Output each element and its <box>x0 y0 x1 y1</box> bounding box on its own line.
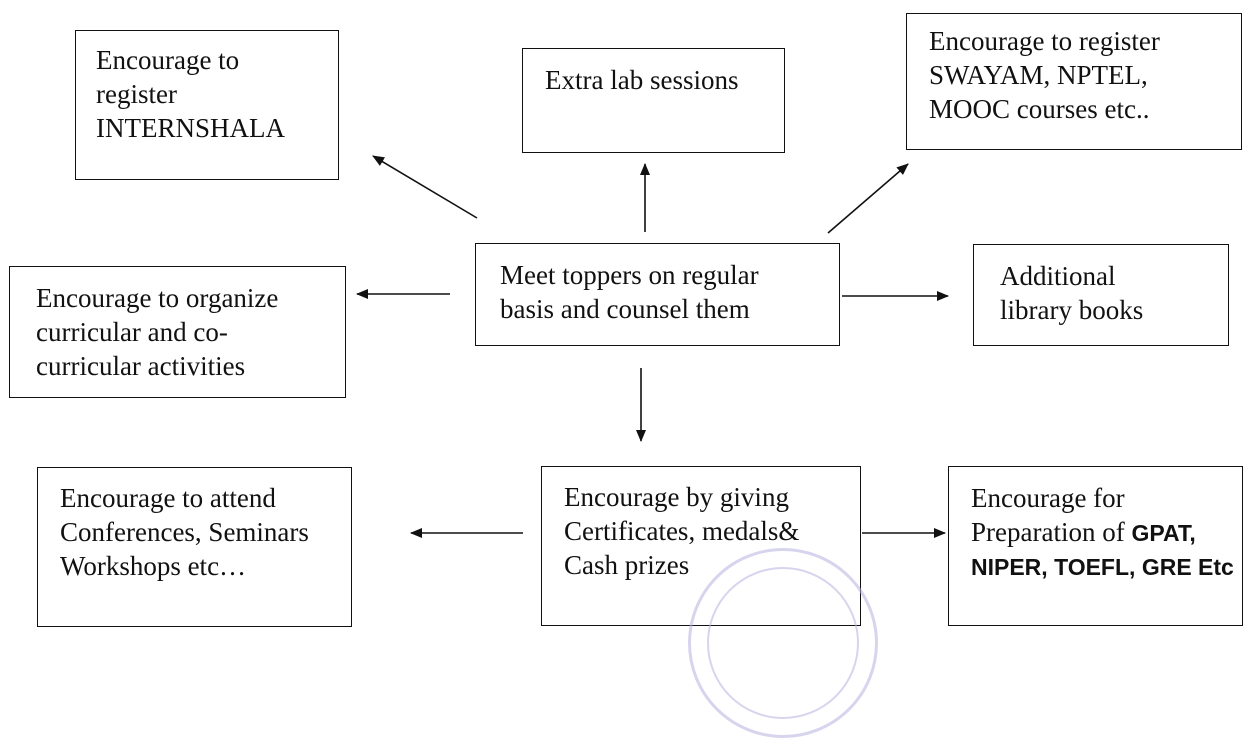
arrow-to-internshala <box>372 155 478 219</box>
gpat-line-3: NIPER, TOEFL, GRE Etc <box>971 554 1234 580</box>
box-conferences: Encourage to attend Conferences, Seminar… <box>37 467 352 627</box>
swayam-line-3: MOOC courses etc.. <box>929 94 1150 124</box>
activities-line-1: Encourage to organize <box>36 283 279 313</box>
gpat-line-1: Encourage for <box>971 483 1125 513</box>
certificates-line-2: Certificates, medals& <box>564 516 800 546</box>
gpat-line-2-plain: Preparation of <box>971 517 1132 547</box>
swayam-line-1: Encourage to register <box>929 26 1160 56</box>
box-library: Additional library books <box>973 244 1229 346</box>
conferences-line-3: Workshops etc… <box>60 551 247 581</box>
lab-line-1: Extra lab sessions <box>545 65 739 95</box>
box-activities: Encourage to organize curricular and co-… <box>9 266 346 398</box>
certificates-line-3: Cash prizes <box>564 550 690 580</box>
center-line-2: basis and counsel them <box>500 294 750 324</box>
library-line-1: Additional <box>1000 261 1116 291</box>
internshala-line-1: Encourage to <box>96 45 240 75</box>
conferences-line-2: Conferences, Seminars <box>60 517 309 547</box>
internshala-line-2: register <box>96 79 177 109</box>
activities-line-3: curricular activities <box>36 351 246 381</box>
activities-line-2: curricular and co- <box>36 317 228 347</box>
arrow-to-swayam <box>827 163 909 234</box>
box-gpat: Encourage for Preparation of GPAT, NIPER… <box>948 466 1243 626</box>
gpat-line-2: Preparation of GPAT, <box>971 515 1242 550</box>
internshala-line-3: INTERNSHALA <box>96 113 285 143</box>
library-line-2: library books <box>1000 295 1144 325</box>
box-extra-lab: Extra lab sessions <box>522 48 785 153</box>
certificates-line-1: Encourage by giving <box>564 482 789 512</box>
arrows-layer <box>356 155 949 538</box>
box-swayam: Encourage to register SWAYAM, NPTEL, MOO… <box>906 13 1242 150</box>
box-certificates: Encourage by giving Certificates, medals… <box>541 466 861 626</box>
box-center-toppers: Meet toppers on regular basis and counse… <box>475 243 840 346</box>
center-line-1: Meet toppers on regular <box>500 260 759 290</box>
conferences-line-1: Encourage to attend <box>60 483 276 513</box>
flow-diagram: Encourage to register INTERNSHALA Extra … <box>9 13 1243 738</box>
box-internshala: Encourage to register INTERNSHALA <box>75 30 339 180</box>
gpat-line-2-bold: GPAT, <box>1131 520 1196 546</box>
swayam-line-2: SWAYAM, NPTEL, <box>929 60 1148 90</box>
